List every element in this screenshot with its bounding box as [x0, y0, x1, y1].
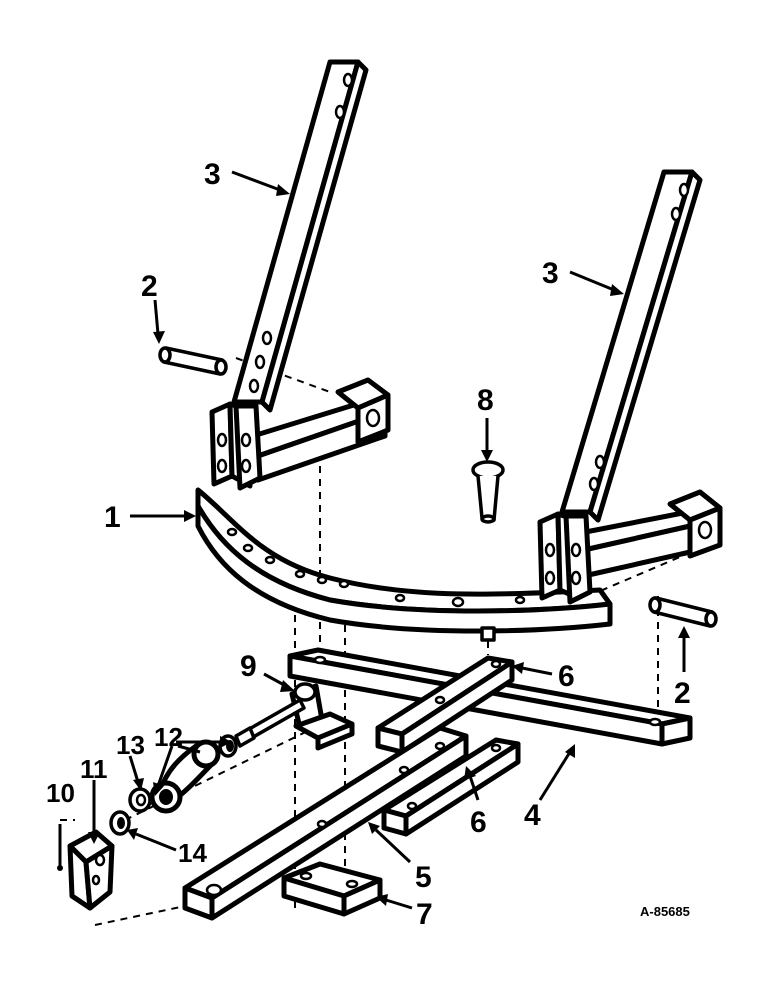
leader-lines: [88, 170, 690, 910]
callout-3-left: 3: [204, 158, 221, 191]
part-3-left-upright-bar: [231, 59, 369, 413]
callout-1: 1: [104, 501, 121, 534]
callout-13: 13: [116, 730, 145, 760]
callout-8: 8: [477, 384, 494, 417]
callout-2-right: 2: [674, 677, 691, 710]
callout-7: 7: [416, 898, 433, 931]
part-1-main-frame: [195, 377, 723, 642]
callout-numbers: 1 2 2 3 3 4 5 6 6 7 8 9 10 11 12 13 14: [46, 158, 691, 931]
drawing-code: A-85685: [640, 904, 690, 919]
part-2-right-pin: [648, 596, 718, 628]
callout-14: 14: [178, 838, 207, 868]
callout-10: 10: [46, 778, 75, 808]
part-14-washer: [109, 810, 131, 836]
part-10-screw: [57, 824, 63, 871]
callout-9: 9: [240, 650, 257, 683]
part-6-upper-plate: [375, 655, 515, 755]
part-13-ring: [128, 787, 152, 813]
callout-4: 4: [524, 799, 541, 832]
part-7-small-plate: [281, 861, 383, 917]
part-6-lower-plate: [381, 737, 521, 837]
callout-3-right: 3: [542, 257, 559, 290]
part-12-roller-assembly: [149, 734, 238, 814]
part-2-left-pin: [158, 346, 228, 376]
callout-12: 12: [154, 722, 183, 752]
part-3-right-upright-bar: [559, 169, 703, 523]
callout-11: 11: [80, 754, 108, 784]
part-8-bolt: [471, 460, 505, 524]
callout-6-lower: 6: [470, 806, 487, 839]
callout-6-upper: 6: [558, 660, 575, 693]
callout-2-left: 2: [141, 270, 158, 303]
callout-5: 5: [415, 861, 432, 894]
part-9-bracket: [234, 682, 355, 751]
part-11-bearing-block: [67, 829, 115, 911]
